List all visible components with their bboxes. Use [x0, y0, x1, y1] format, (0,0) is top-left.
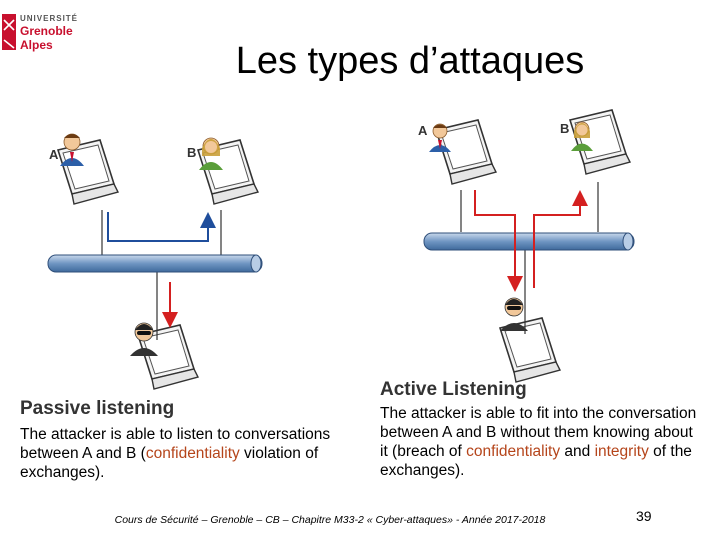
active-description: The attacker is able to fit into the con…	[380, 404, 700, 480]
right-laptop-b	[569, 109, 631, 175]
passive-keyword: confidentiality	[145, 445, 240, 462]
active-text-2: and	[560, 443, 595, 460]
right-user-a-icon	[429, 123, 451, 152]
active-heading: Active Listening	[380, 379, 527, 400]
left-user-b-icon	[199, 137, 223, 170]
left-laptop-a	[57, 139, 119, 205]
passive-description: The attacker is able to listen to conver…	[20, 425, 350, 482]
left-user-a-icon	[60, 133, 84, 166]
active-text-1: The attacker is able to fit into the con…	[380, 405, 697, 460]
passive-text-2: violation of exchanges).	[20, 445, 319, 481]
logo-line-3: Alpes	[20, 38, 53, 52]
right-network-bus	[423, 232, 635, 251]
left-label-b: B	[187, 145, 196, 160]
right-label-b: B	[560, 121, 569, 136]
left-label-a: A	[49, 147, 59, 162]
slide-title: Les types d’attaques	[235, 40, 585, 82]
active-text-3: of the exchanges).	[380, 443, 692, 479]
active-keyword-2: integrity	[594, 443, 649, 460]
logo-line-1: UNIVERSITÉ	[20, 14, 79, 23]
right-red-arrow-down	[474, 190, 523, 292]
left-blue-arrow	[107, 212, 216, 242]
university-logo-mark	[2, 14, 16, 50]
logo-line-2: Grenoble	[20, 24, 73, 38]
right-red-arrow-up	[533, 190, 588, 288]
footer-text: Cours de Sécurité – Grenoble – CB – Chap…	[114, 514, 546, 526]
passive-text-1: The attacker is able to listen to conver…	[20, 426, 331, 462]
active-keyword-1: confidentiality	[466, 443, 561, 460]
right-label-a: A	[418, 123, 428, 138]
passive-heading: Passive listening	[20, 398, 175, 419]
right-user-b-icon	[571, 121, 593, 151]
page-number: 39	[636, 508, 652, 524]
left-attacker-icon	[130, 322, 158, 356]
right-attacker-icon	[500, 297, 528, 331]
left-network-bus	[47, 254, 263, 273]
